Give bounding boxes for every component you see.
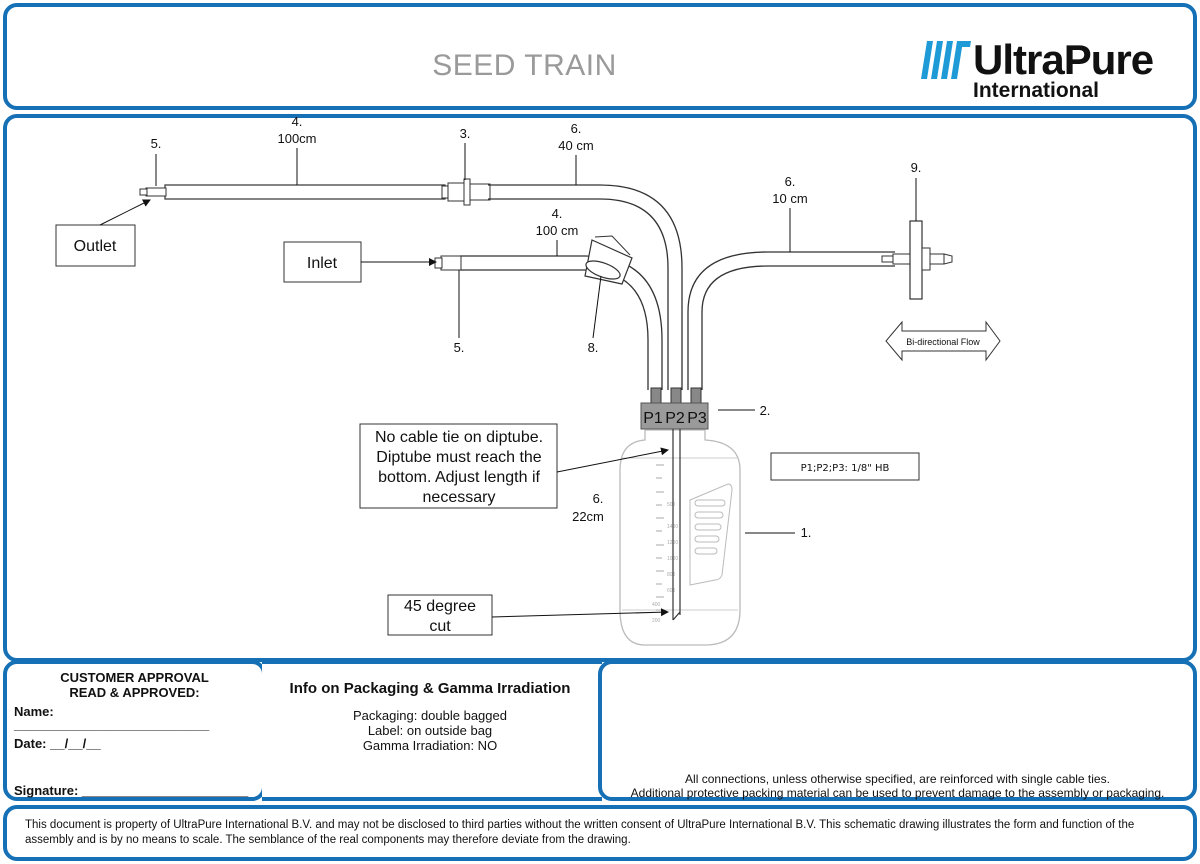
outlet-tube: [164, 184, 446, 200]
packaging-info-title: Info on Packaging & Gamma Irradiation: [289, 680, 571, 697]
approval-title-2: READ & APPROVED:: [69, 685, 200, 700]
callout-5-top: 5.: [151, 136, 162, 151]
logo-text-main: UltraPure: [973, 36, 1154, 83]
callout-4-top-len: 100cm: [277, 131, 316, 146]
approval-title-1: CUSTOMER APPROVAL: [60, 670, 209, 685]
callout-labels: 5. 4. 100cm 3. 6. 40 cm 6. 10 cm 9. 4. 1…: [151, 114, 922, 540]
packaging-info-panel: Info on Packaging & Gamma Irradiation Pa…: [262, 660, 602, 801]
port-p1-label: P1: [643, 410, 663, 427]
inlet-connector: [434, 255, 462, 271]
callout-4-top-num: 4.: [292, 114, 303, 129]
callout-5-bottom: 5.: [454, 340, 465, 355]
approval-name-line: ___________________________: [14, 717, 210, 732]
port-p3-label: P3: [687, 410, 707, 427]
bottle-mark-4: 800: [667, 572, 676, 578]
page-title: SEED TRAIN: [432, 49, 617, 82]
bidirectional-flow-arrow: Bi-directional Flow: [885, 320, 1001, 362]
diptube-note-3: bottom. Adjust length if: [378, 469, 540, 486]
bottle-mark-6: 400: [652, 602, 661, 608]
vent-filter: [881, 220, 953, 300]
diptube: [672, 429, 681, 621]
notes-panel: All connections, unless otherwise specif…: [598, 660, 1197, 801]
callout-6-right-len: 10 cm: [772, 191, 807, 206]
ports-spec-box: P1;P2;P3: 1/8" HB: [770, 452, 920, 481]
callout-1: 1.: [801, 525, 812, 540]
gamma-irradiation: Gamma Irradiation: NO: [362, 738, 498, 753]
flow-label: Bi-directional Flow: [906, 337, 980, 347]
diptube-note-4: necessary: [423, 489, 496, 506]
callout-4-mid-num: 4.: [552, 206, 563, 221]
callout-6-top-num: 6.: [571, 121, 582, 136]
bottle-mark-5: 600: [667, 588, 676, 594]
outlet-connector: [139, 187, 167, 197]
bent-tube-40cm: [488, 184, 683, 390]
inlet-label: Inlet: [307, 255, 338, 272]
callout-6-bottle-num: 6.: [593, 491, 604, 506]
note-line-2: Additional protective packing material c…: [630, 786, 1165, 800]
callout-4-mid-len: 100 cm: [536, 223, 579, 238]
callout-3: 3.: [460, 126, 471, 141]
callout-9: 9.: [911, 160, 922, 175]
tube-connector-3: [441, 178, 491, 206]
bottle-cap: P1 P2 P3: [640, 387, 709, 430]
approval-signature-label: Signature: _______________________: [14, 783, 249, 798]
bottle-mark-7: 200: [652, 618, 661, 624]
outlet-label: Outlet: [74, 238, 117, 255]
port-p2-label: P2: [665, 410, 685, 427]
customer-approval-panel: CUSTOMER APPROVAL READ & APPROVED: Name:…: [3, 660, 266, 801]
leader-lines: [155, 143, 917, 534]
logo-mark-icon: [921, 41, 971, 79]
cut-note-2: cut: [429, 618, 451, 635]
diptube-note-box: No cable tie on diptube. Diptube must re…: [359, 423, 669, 509]
diptube-note-1: No cable tie on diptube.: [375, 429, 543, 446]
diptube-note-2: Diptube must reach the: [376, 449, 542, 466]
header-panel: SEED TRAIN UltraPure International: [3, 3, 1197, 110]
cut-note-1: 45 degree: [404, 598, 476, 615]
note-line-1: All connections, unless otherwise specif…: [685, 772, 1110, 786]
bent-tube-10cm: [687, 251, 895, 390]
callout-2: 2.: [760, 403, 771, 418]
packaging-type: Packaging: double bagged: [353, 708, 507, 723]
outlet-box: Outlet: [55, 199, 151, 267]
callout-6-right-num: 6.: [785, 174, 796, 189]
callout-8: 8.: [588, 340, 599, 355]
ultrapure-logo: UltraPure International: [919, 35, 1189, 107]
logo-text-sub: International: [973, 79, 1100, 102]
inlet-box: Inlet: [283, 241, 437, 283]
bottle-mark-0: 500: [667, 502, 676, 508]
callout-6-top-len: 40 cm: [558, 138, 593, 153]
approval-name-label: Name:: [14, 704, 54, 719]
ports-spec-label: P1;P2;P3: 1/8" HB: [801, 463, 890, 474]
drawing-panel: [3, 114, 1197, 662]
cut-note-box: 45 degree cut: [387, 594, 669, 636]
callout-6-bottle-len: 22cm: [572, 509, 604, 524]
pinch-clamp: [584, 235, 633, 285]
footer-panel: This document is property of UltraPure I…: [3, 805, 1197, 861]
packaging-label: Label: on outside bag: [367, 723, 493, 738]
footer-disclaimer: This document is property of UltraPure I…: [25, 819, 1135, 846]
approval-date-label: Date: __/__/__: [14, 736, 101, 751]
inlet-bent-tube: [460, 255, 663, 390]
